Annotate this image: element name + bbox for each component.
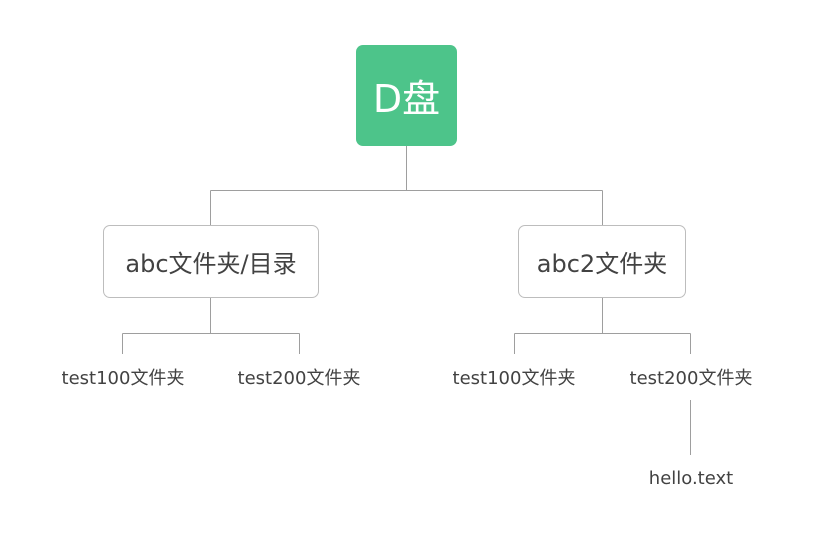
leaf-abc2-test100: test100文件夹 xyxy=(452,368,576,389)
node-abc-folder: abc文件夹/目录 xyxy=(103,225,319,298)
leaf-abc-test200: test200文件夹 xyxy=(237,368,361,389)
leaf-abc2-test200: test200文件夹 xyxy=(629,368,753,389)
node-abc-folder-label: abc文件夹/目录 xyxy=(125,250,297,278)
leaf-hello-text: hello.text xyxy=(648,468,734,489)
leaf-abc-test100: test100文件夹 xyxy=(61,368,185,389)
root-node-label: D盘 xyxy=(372,77,441,121)
node-abc2-folder: abc2文件夹 xyxy=(518,225,686,298)
root-node: D盘 xyxy=(356,45,457,146)
node-abc2-folder-label: abc2文件夹 xyxy=(536,250,668,278)
